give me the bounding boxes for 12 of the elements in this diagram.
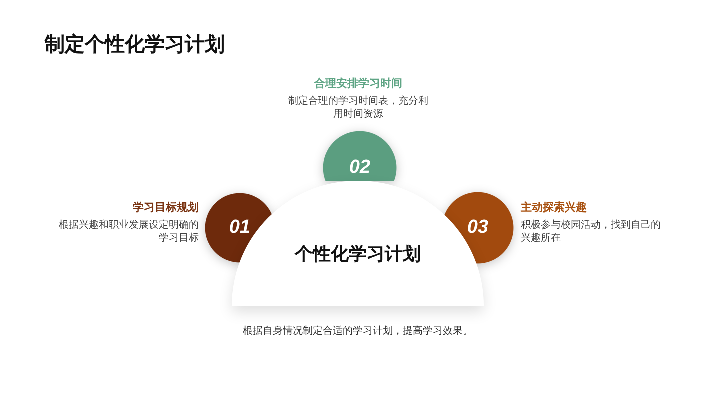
step-number: 03: [466, 217, 490, 239]
step-number: 01: [228, 217, 252, 239]
step-description: 根据兴趣和职业发展设定明确的学习目标: [58, 219, 199, 245]
center-title: 个性化学习计划: [294, 243, 422, 266]
slide-title: 制定个性化学习计划: [45, 32, 225, 58]
step-number: 02: [348, 157, 372, 179]
step-heading: 主动探索兴趣: [521, 200, 588, 216]
caption-text: 根据自身情况制定合适的学习计划，提高学习效果。: [242, 325, 474, 339]
step-description: 积极参与校园活动，找到自己的兴趣所在: [521, 219, 662, 245]
step-description: 制定合理的学习时间表，充分利用时间资源: [288, 95, 430, 121]
step-heading: 合理安排学习时间: [313, 76, 404, 92]
step-heading: 学习目标规划: [132, 200, 199, 216]
